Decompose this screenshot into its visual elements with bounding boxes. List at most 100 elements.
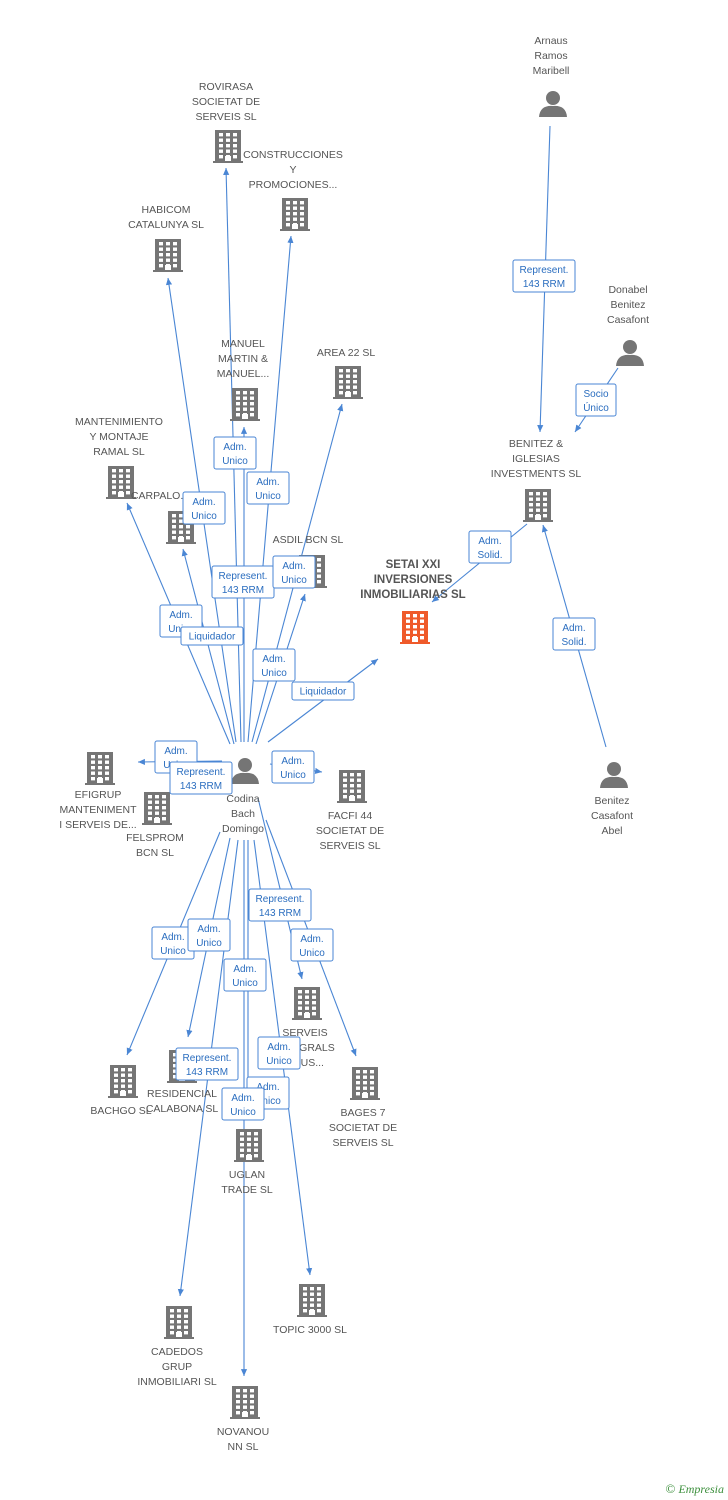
relation-badge-r-unico-e[interactable]: Adm.Unico <box>257 1036 301 1070</box>
relation-label: Adm. <box>192 497 215 508</box>
node-label-codina: Domingo <box>222 823 264 835</box>
relation-box <box>246 471 290 505</box>
node-mantenimiento[interactable]: MANTENIMIENTO Y MONTAJE RAMAL SL <box>75 416 163 499</box>
relation-label: Unico <box>299 948 325 959</box>
relation-badge-r-liquidador-1[interactable]: Liquidador <box>180 626 244 646</box>
node-label-felsprom: FELSPROM <box>126 832 184 844</box>
node-bachgo[interactable]: BACHGO SL <box>90 1065 152 1117</box>
relation-label: Único <box>583 401 609 414</box>
relation-badge-r-arnaus[interactable]: Represent.143 RRM <box>512 259 576 293</box>
relation-label: Adm. <box>562 623 585 634</box>
relation-label: Adm. <box>223 442 246 453</box>
node-label-cadedos: GRUP <box>162 1361 192 1373</box>
relation-badge-r-unico-b[interactable]: Adm.Unico <box>187 918 231 952</box>
relation-badge-r-represent-1[interactable]: Represent.143 RRM <box>211 565 275 599</box>
relation-badge-r-manuel[interactable]: Adm. Unico <box>213 436 257 470</box>
relation-box <box>257 1036 301 1070</box>
relation-badge-r-liquidador-setai[interactable]: Liquidador <box>291 681 355 701</box>
node-label-bachgo: BACHGO SL <box>90 1105 151 1117</box>
relation-badge-r-facfi[interactable]: Adm.Unico <box>271 750 315 784</box>
node-label-donabel: Casafont <box>607 314 649 326</box>
person-icon <box>600 762 628 788</box>
relation-label: Represent. <box>256 894 305 905</box>
building-icon <box>213 130 243 163</box>
edges-layer <box>126 125 619 1376</box>
building-icon <box>164 1306 194 1339</box>
node-area22[interactable]: AREA 22 SL <box>317 347 376 399</box>
relation-label: Adm. <box>197 924 220 935</box>
relation-badge-r-carpalo[interactable]: Adm.Unico <box>182 491 226 525</box>
node-label-mantenimiento: RAMAL SL <box>93 446 145 458</box>
node-construcciones[interactable]: CONSTRUCCIONESYPROMOCIONES... <box>243 149 343 231</box>
relation-box <box>182 491 226 525</box>
node-label-mantenimiento: Y MONTAJE <box>89 431 148 443</box>
relation-label: Unico <box>232 978 258 989</box>
node-label-uglan: UGLAN <box>229 1169 265 1181</box>
relation-label: 143 RRM <box>523 279 565 290</box>
node-label-bages: BAGES 7 <box>341 1107 386 1119</box>
relation-box <box>223 958 267 992</box>
building-icon <box>108 1065 138 1098</box>
relation-badge-r-represent-2[interactable]: Represent.143 RRM <box>169 761 233 795</box>
node-label-mantenimiento: MANTENIMIENTO <box>75 416 163 428</box>
relation-label: 143 RRM <box>180 781 222 792</box>
relation-box <box>187 918 231 952</box>
footer-brand[interactable]: ©Empresia <box>666 1481 724 1497</box>
relation-box <box>271 750 315 784</box>
relation-label: Unico <box>222 456 248 467</box>
node-label-bages: SERVEIS SL <box>332 1137 393 1149</box>
node-label-asdil: ASDIL BCN SL <box>273 534 344 546</box>
relation-badge-r-area22[interactable]: Adm.Unico <box>246 471 290 505</box>
node-carpalo[interactable]: CARPALO... <box>131 490 196 544</box>
node-bages[interactable]: BAGES 7 SOCIETAT DE SERVEIS SL <box>329 1067 397 1149</box>
node-label-benitezabel: Abel <box>601 825 622 837</box>
relation-badge-r-abel[interactable]: Adm. Solid. <box>552 617 596 651</box>
relation-badge-r-unico-c[interactable]: Adm.Unico <box>290 928 334 962</box>
building-icon <box>280 198 310 231</box>
building-icon <box>85 752 115 785</box>
relation-badge-r-represent-4[interactable]: Represent.143 RRM <box>175 1047 239 1081</box>
building-icon <box>142 792 172 825</box>
node-topic[interactable]: TOPIC 3000 SL <box>273 1284 347 1336</box>
relation-label: Unico <box>255 491 281 502</box>
relation-badge-r-asdil[interactable]: Adm.Unico <box>272 555 316 589</box>
relation-label: Adm. <box>231 1093 254 1104</box>
building-icon <box>230 388 260 421</box>
node-label-benitezig: INVESTMENTS SL <box>491 468 582 480</box>
person-icon <box>231 758 259 784</box>
relation-label: 143 RRM <box>259 908 301 919</box>
building-icon <box>153 239 183 272</box>
relation-badge-r-unico-d[interactable]: Adm. Unico <box>223 958 267 992</box>
relation-label: Adm. <box>169 610 192 621</box>
node-label-residencial: CALABONA SL <box>146 1103 219 1115</box>
relation-label: Liquidador <box>189 632 236 643</box>
building-icon <box>234 1129 264 1162</box>
relation-badge-r-benitezig[interactable]: Adm.Solid. <box>468 530 512 564</box>
node-label-bages: SOCIETAT DE <box>329 1122 397 1134</box>
relation-label: Socio <box>583 389 608 400</box>
building-icon <box>106 466 136 499</box>
relation-badge-r-unico-g[interactable]: Adm.Unico <box>221 1087 265 1121</box>
relation-badge-r-unico-mid[interactable]: Adm.Unico <box>252 648 296 682</box>
edge-codina-to-carpalo <box>181 548 235 745</box>
node-label-felsprom: BCN SL <box>136 847 174 859</box>
relation-badge-r-represent-3[interactable]: Represent. 143 RRM <box>248 888 312 922</box>
relation-label: Adm. <box>233 964 256 975</box>
relation-label: Solid. <box>561 637 586 648</box>
node-felsprom[interactable]: FELSPROM BCN SL <box>126 792 184 859</box>
